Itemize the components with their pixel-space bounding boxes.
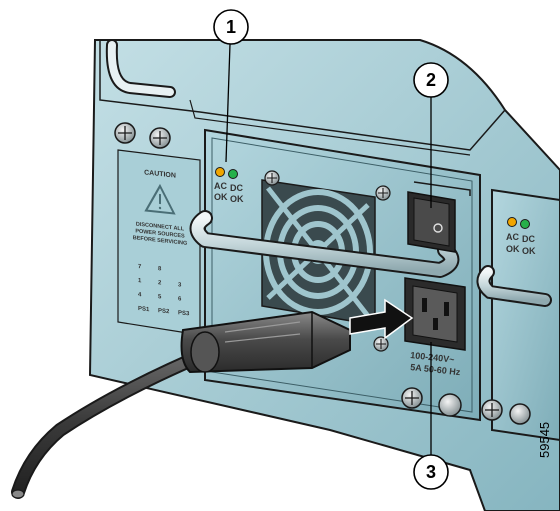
module-handle[interactable] [189,210,460,278]
caution-triangle-icon [144,183,176,215]
slot-number-label: 3 [178,282,182,288]
slot-number-label: 2 [158,280,162,286]
callout-2-number: 2 [426,70,436,90]
arrow-right-icon [349,298,414,340]
screw-icon [375,185,391,201]
caution-line-3: BEFORE SERVICING [133,235,187,247]
callout-3-number: 3 [426,462,436,482]
screw-icon [149,127,171,149]
ac-ok-led [215,167,225,177]
slot-number-label: 4 [138,292,142,298]
ac-inlet[interactable]: 100-240V~ 5A 50-60 Hz [404,277,466,377]
slot-number-label: 1 [138,278,142,284]
right-led-label-dc: DC [522,234,535,244]
ok-label-dc: OK [230,194,244,204]
right-power-supply-module: AC DC OK OK [476,188,560,442]
right-led-label-ac: AC [506,232,519,242]
screw-icon [264,170,280,186]
dc-ok-led [228,169,238,179]
ok-label-ac: OK [214,192,228,202]
caution-line-1: DISCONNECT ALL [136,221,185,232]
screw-icon [114,122,136,144]
callout-1: 1 [213,9,249,163]
screw-icon [438,393,462,417]
right-ok-label-ac: OK [506,244,520,254]
figure-id: 59545 [537,422,552,458]
screw-icon [481,399,503,421]
slot-number-label: PS2 [158,308,170,315]
power-cord[interactable] [11,345,217,499]
right-ok-label-dc: OK [522,246,536,256]
slot-number-label: PS1 [138,306,150,313]
screw-icon [373,336,389,352]
callout-3: 3 [413,342,449,490]
slot-number-label: 8 [158,266,162,272]
screw-icon [401,387,423,409]
status-leds: AC DC OK OK [214,167,244,204]
callout-2: 2 [413,62,449,208]
led-label-dc: DC [230,183,243,193]
slot-number-label: PS3 [178,310,190,317]
callout-1-number: 1 [226,17,236,37]
power-supply-module: AC DC OK OK [189,128,481,422]
led-label-ac: AC [214,181,227,191]
top-module-handle [105,39,176,98]
caution-title: CAUTION [144,169,176,179]
power-switch-icon[interactable] [407,181,471,296]
caution-label: CAUTION DISCONNECT ALL POWER SOURCES BEF… [133,169,187,247]
slot-number-label: 6 [178,296,182,302]
screw-icon [509,403,531,425]
slot-number-label: 5 [158,294,162,300]
rating-line-1: 100-240V~ [410,350,455,365]
left-side-panel: CAUTION DISCONNECT ALL POWER SOURCES BEF… [114,122,201,336]
caution-line-2: POWER SOURCES [135,228,185,239]
power-plug[interactable] [180,310,351,374]
slot-number-label: 7 [138,264,142,270]
